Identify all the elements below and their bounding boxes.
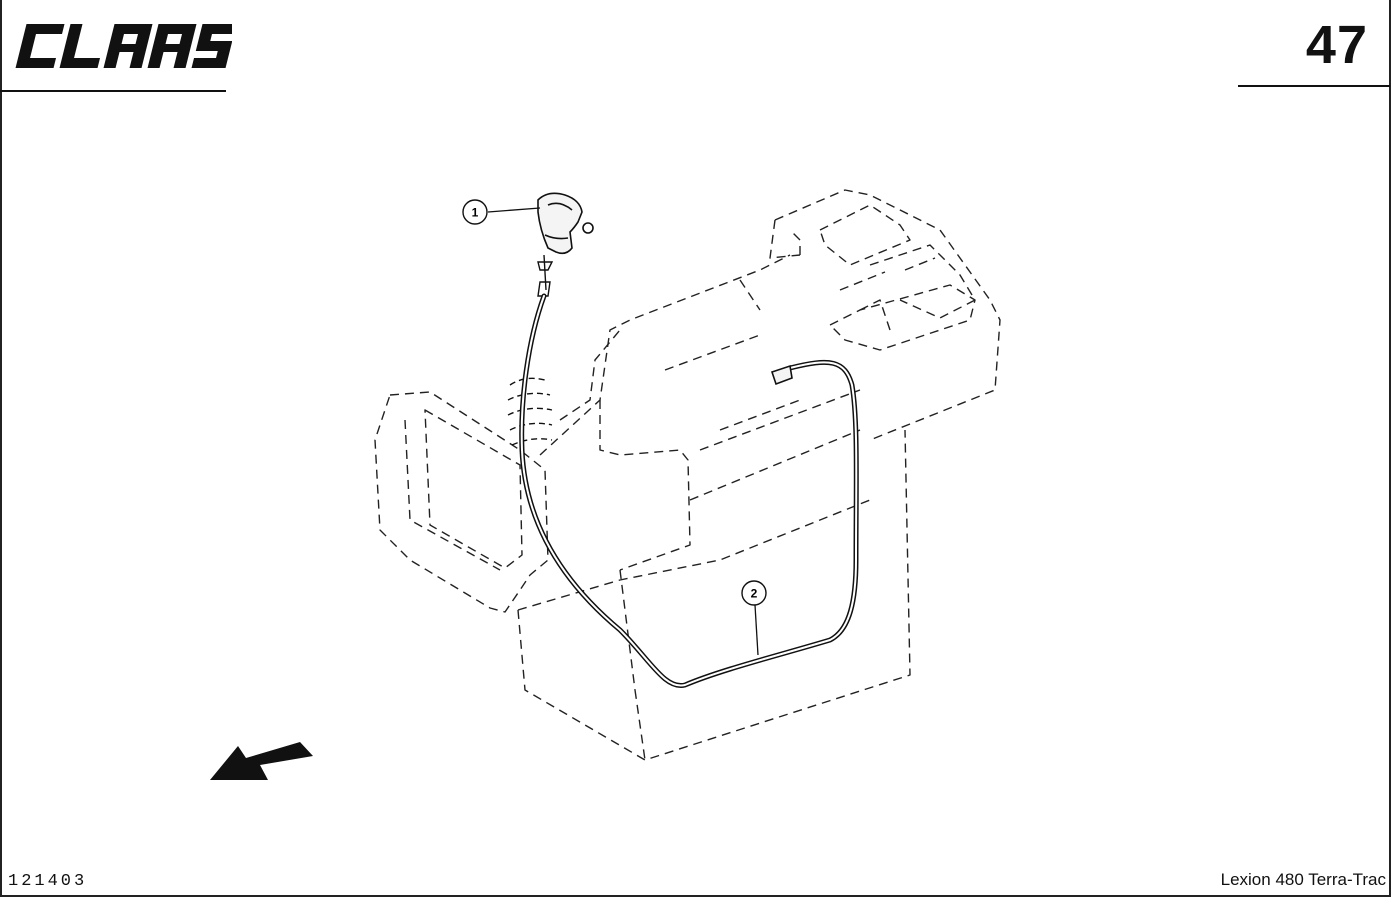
callout-2: 2 — [741, 580, 767, 656]
callout-1: 1 — [462, 199, 541, 225]
logo-underline — [0, 90, 226, 92]
model-name: Lexion 480 Terra-Trac — [1220, 870, 1386, 889]
direction-arrow-icon — [210, 742, 313, 780]
cable-harness — [519, 293, 859, 688]
claas-logo — [15, 24, 232, 68]
page-number: 47 — [1305, 15, 1368, 75]
document-number: 121403 — [8, 872, 88, 891]
callout-1-label: 1 — [472, 206, 479, 220]
page-number-underline — [1238, 85, 1390, 87]
shift-lever-knob — [537, 192, 594, 255]
console-outline-dashed — [374, 189, 1001, 761]
lever-shaft-bellows — [507, 254, 554, 446]
callout-2-label: 2 — [751, 587, 758, 601]
